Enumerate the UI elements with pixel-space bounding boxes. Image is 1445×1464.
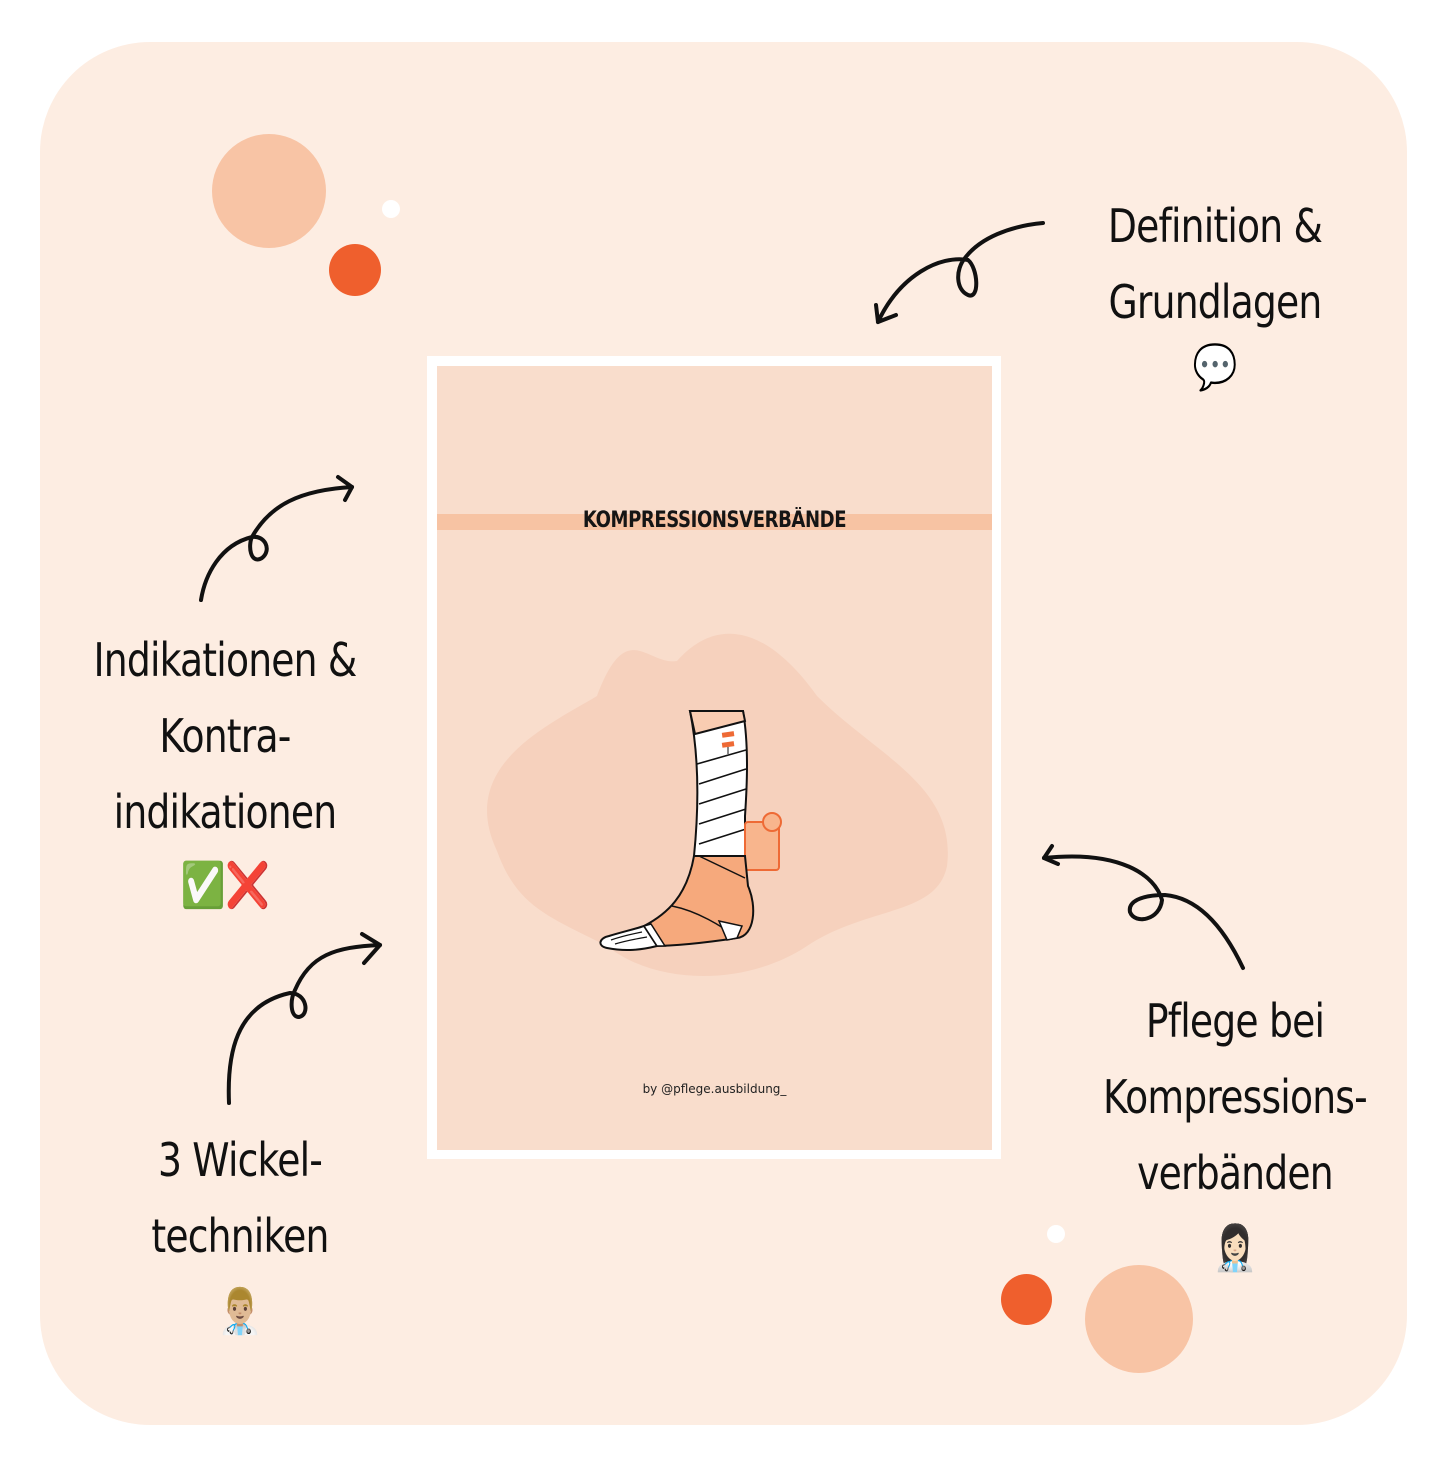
arrow-to-right-bottom-icon xyxy=(1042,844,1245,970)
speech-bubble-icon: 💬 xyxy=(1192,342,1238,393)
author-byline: by @pflege.ausbildung_ xyxy=(642,1082,787,1096)
arrow-to-left-middle-icon xyxy=(199,475,354,602)
bandaged-leg-illustration xyxy=(487,633,948,976)
document-cover-preview: KOMPRESSIONSVERBÄNDE xyxy=(427,356,1001,1159)
male-health-worker-icon: 👨🏼‍⚕️ xyxy=(217,1286,263,1337)
label-indikationen: Indikationen & Kontra- indikationen ✅❌ xyxy=(90,622,361,914)
female-health-worker-icon: 👩🏻‍⚕️ xyxy=(1212,1223,1258,1274)
check-cross-icon: ✅❌ xyxy=(180,860,270,911)
peach-circle-decoration xyxy=(212,134,326,248)
peach-circle-decoration xyxy=(1085,1265,1193,1373)
arrow-to-left-bottom-icon xyxy=(226,932,382,1105)
label-line: Pflege bei xyxy=(1145,994,1325,1048)
label-line: Kontra- xyxy=(159,709,291,763)
white-dot-decoration xyxy=(382,200,400,218)
label-line: Kompressions- xyxy=(1103,1070,1368,1124)
label-line: Grundlagen xyxy=(1108,275,1323,329)
document-title: KOMPRESSIONSVERBÄNDE xyxy=(582,508,847,533)
label-pflege: Pflege bei Kompressions- verbänden 👩🏻‍⚕️ xyxy=(1100,983,1371,1277)
label-definition-grundlagen: Definition & Grundlagen 💬 xyxy=(1088,188,1342,396)
label-line: 3 Wickel- xyxy=(157,1133,323,1187)
orange-circle-decoration xyxy=(329,244,381,296)
label-line: Definition & xyxy=(1107,199,1323,253)
label-line: indikationen xyxy=(113,785,337,839)
orange-circle-decoration xyxy=(1001,1274,1052,1325)
label-line: verbänden xyxy=(1137,1146,1334,1200)
label-line: techniken xyxy=(151,1209,329,1263)
label-line: Indikationen & xyxy=(93,633,357,687)
arrow-to-top-icon xyxy=(874,221,1045,324)
white-dot-decoration xyxy=(1047,1225,1065,1243)
title-band xyxy=(437,514,992,530)
label-wickeltechniken: 3 Wickel- techniken 👨🏼‍⚕️ xyxy=(125,1122,355,1340)
document-page: KOMPRESSIONSVERBÄNDE xyxy=(437,366,992,1150)
